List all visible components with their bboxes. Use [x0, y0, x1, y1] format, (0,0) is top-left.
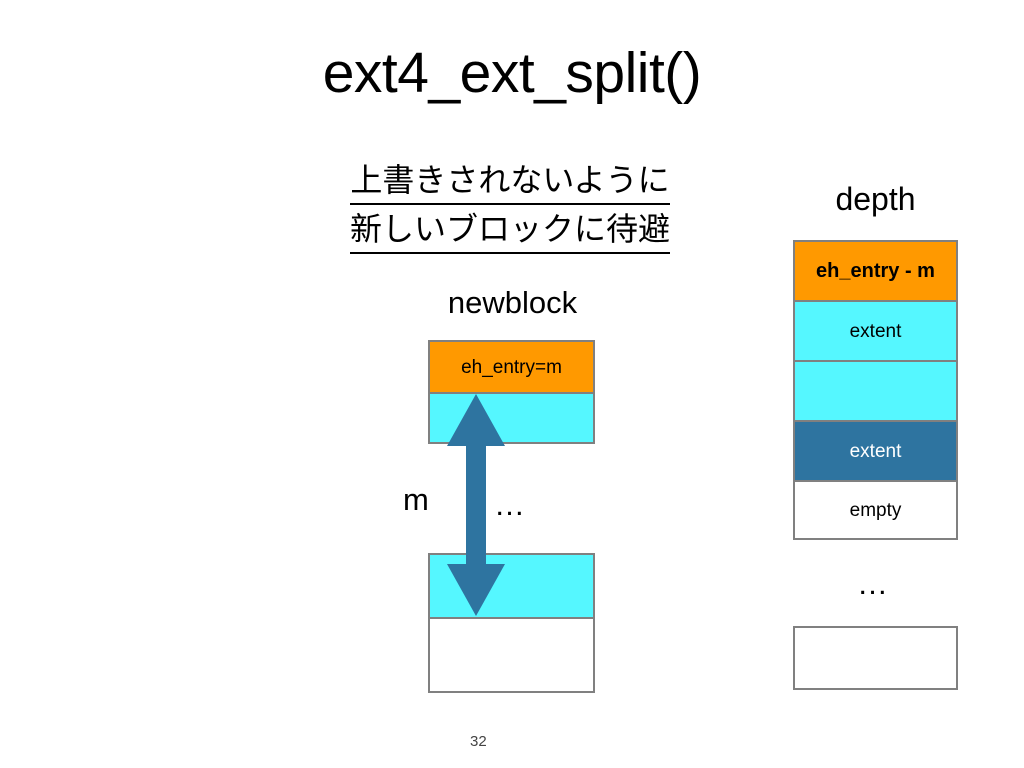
depth-cell-extent-2: extent: [793, 420, 958, 480]
block-cell-lower-extent: [428, 553, 595, 617]
annotation-line-1-text: 上書きされないように: [350, 158, 670, 206]
block-cell-lower-empty: [428, 617, 595, 693]
depth-cell-extent-1: extent: [793, 300, 958, 360]
annotation-text: 上書きされないように 新しいブロックに待避: [300, 158, 720, 256]
depth-stack: eh_entry - m extent extent empty: [793, 240, 958, 540]
newblock-lower-stack: [428, 553, 595, 693]
block-cell-eh-entry: eh_entry=m: [428, 340, 595, 392]
depth-bottom-cell: [793, 626, 958, 690]
depth-label: depth: [835, 181, 916, 217]
left-ellipsis: …: [494, 487, 527, 522]
annotation-line-1: 上書きされないように: [300, 158, 720, 206]
double-headed-arrow-icon: [447, 394, 505, 616]
right-ellipsis: …: [857, 566, 890, 601]
page-number: 32: [470, 733, 487, 750]
depth-cell-eh-entry-minus-m: eh_entry - m: [793, 240, 958, 300]
newblock-label: newblock: [447, 285, 578, 320]
depth-cell-empty: empty: [793, 480, 958, 540]
page-title: ext4_ext_split(): [322, 41, 702, 105]
annotation-line-2-text: 新しいブロックに待避: [349, 207, 670, 255]
m-size-label: m: [403, 482, 429, 517]
depth-bottom-stack: [793, 626, 958, 690]
annotation-line-2: 新しいブロックに待避: [300, 207, 720, 255]
depth-cell-blank: [793, 360, 958, 420]
